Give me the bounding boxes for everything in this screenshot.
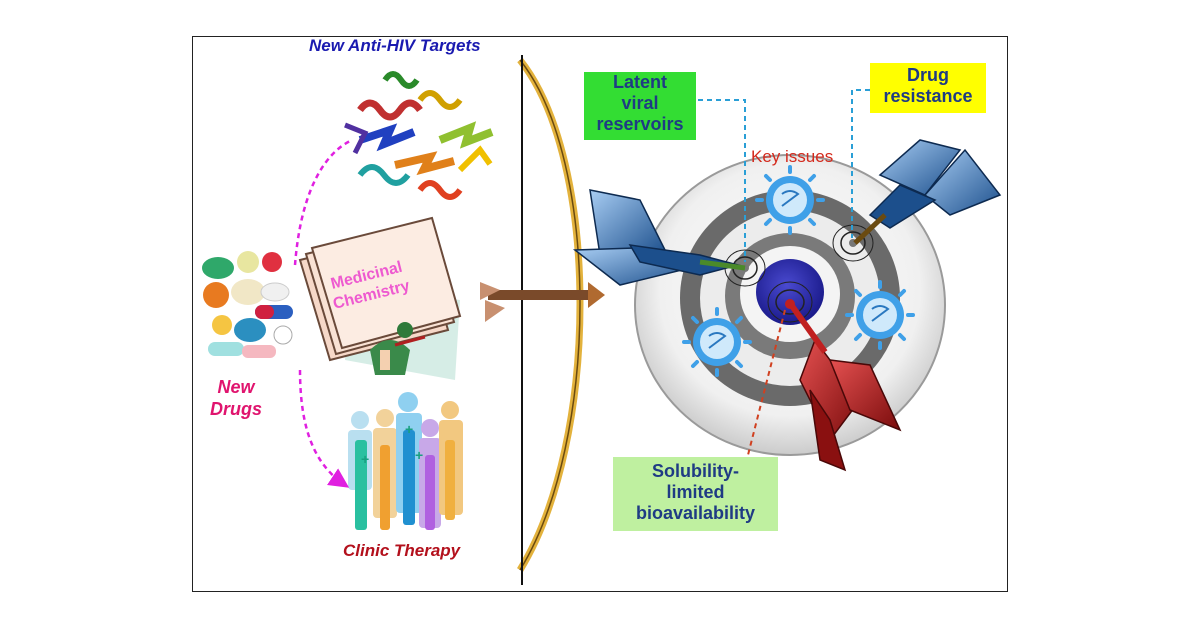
medicinal-chemistry-folders-icon [298,216,462,380]
drug-resistance-line2: resistance [883,86,973,106]
bow-and-arrow-icon [480,55,605,585]
protein-structure-icon [344,71,494,200]
red-dart-icon [789,304,902,472]
solubility-line3: bioavailability [635,503,756,523]
solubility-line1: Solubility- [652,461,739,481]
leader-lines [698,89,870,262]
drug-resistance-line1: Drug [907,65,949,85]
latent-viral-reservoirs-box: Latent viral reservoirs [584,72,696,140]
pills-icon [202,251,293,358]
latent-line1: Latent [613,72,667,92]
solubility-limited-bioavailability-box: Solubility- limited bioavailability [613,457,778,531]
virus-icon-left [682,307,752,377]
svg-text:+: + [415,447,423,463]
figure-frame [192,36,1008,592]
new-drugs-arrows [293,138,353,488]
new-drugs-line2: Drugs [210,399,263,419]
svg-text:+: + [361,451,369,467]
solubility-line2: limited [666,482,725,502]
new-anti-hiv-targets-label: New Anti-HIV Targets [309,36,481,55]
worker-figure-icon [370,322,426,375]
latent-line3: reservoirs [596,114,684,134]
latent-line2: viral [621,93,659,113]
virus-icon-top [755,165,825,235]
blue-dart-left-icon [572,189,746,286]
new-drugs-line1: New [217,377,255,397]
leader-line-solubility [747,309,786,456]
clinic-therapy-label: Clinic Therapy [343,541,461,560]
virus-icon-right [845,280,915,350]
new-drugs-label: New Drugs [210,376,262,420]
svg-text:+: + [405,421,413,437]
doctors-icon: + + + [348,392,463,530]
blue-dart-right-icon [853,139,1002,245]
drug-resistance-box: Drug resistance [870,63,986,113]
key-issues-label: Key issues [751,147,834,166]
